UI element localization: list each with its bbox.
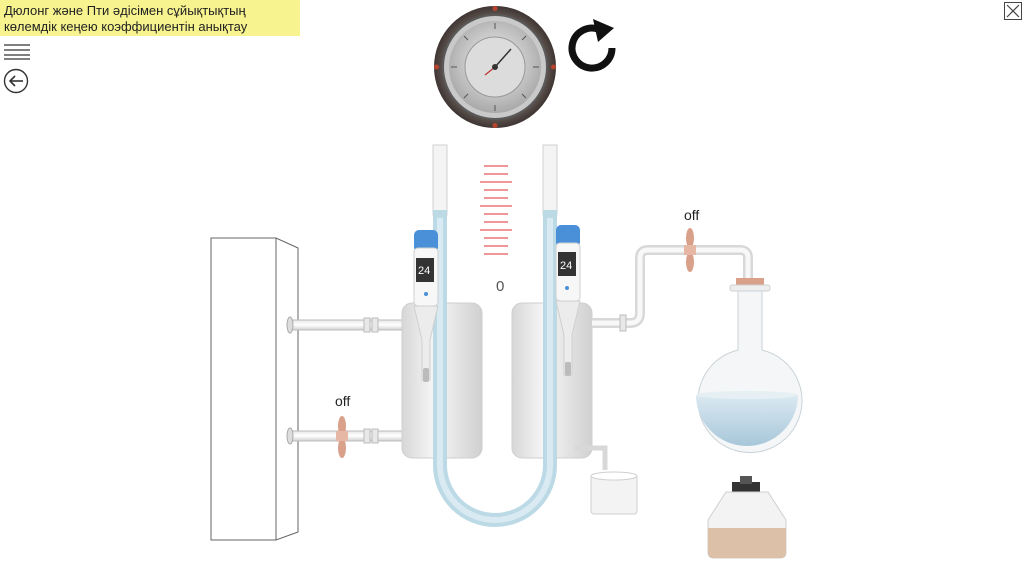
valve-bottom-state: off: [335, 393, 351, 409]
refresh-icon[interactable]: [560, 16, 624, 80]
close-icon[interactable]: [1004, 2, 1022, 20]
measurement-scale: [466, 150, 522, 260]
u-tube: [432, 144, 558, 527]
scale-zero-label: 0: [496, 278, 505, 295]
heater-box: [210, 237, 299, 541]
arrow-left-circle-icon[interactable]: [3, 68, 29, 94]
beaker: [590, 471, 638, 515]
thermometer-left-value: 24: [418, 265, 431, 277]
barometer-gauge: [434, 6, 556, 128]
round-flask: [696, 278, 803, 454]
valve-top-state: off: [684, 207, 700, 223]
hamburger-icon[interactable]: [4, 44, 30, 60]
right-pipe: [592, 245, 753, 332]
thermometer-left: [413, 230, 439, 382]
thermometer-right-value: 24: [560, 260, 573, 272]
valve-bottom[interactable]: [336, 416, 348, 458]
valve-top[interactable]: [684, 228, 696, 272]
thermometer-right: [555, 225, 581, 376]
page-title: Дюлонг және Пти әдісімен сұйықтықтың көл…: [0, 0, 300, 36]
spirit-burner: [707, 476, 787, 559]
